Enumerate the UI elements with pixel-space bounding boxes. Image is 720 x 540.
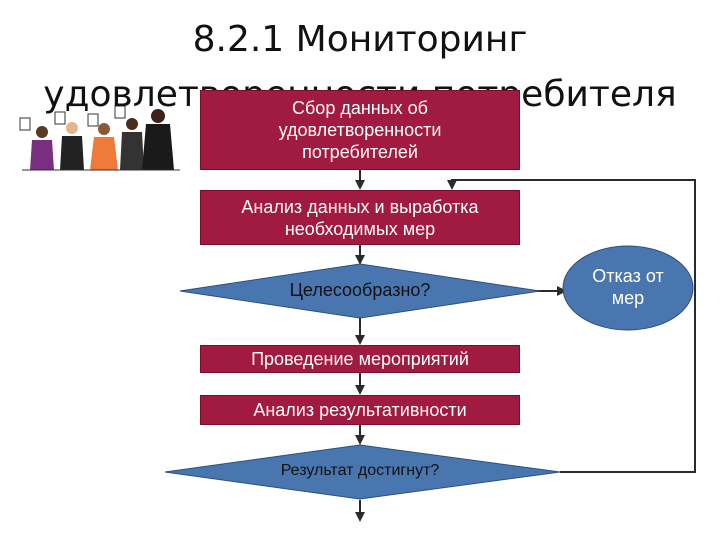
analyze-label-line1: Анализ данных и выработка [241, 196, 478, 218]
page-title-line1: 8.2.1 Мониторинг [0, 20, 720, 60]
process-collect-data: Сбор данных об удовлетворенности потреби… [200, 90, 520, 170]
decision-expedient-label: Целесообразно? [200, 280, 520, 301]
process-analyze-data: Анализ данных и выработка необходимых ме… [200, 190, 520, 245]
analyze-label-line2: необходимых мер [285, 218, 435, 240]
refuse-measures-label: Отказ от мер [563, 265, 693, 309]
people-holding-score-cards-icon [20, 106, 180, 170]
collect-label-line1: Сбор данных об [292, 97, 428, 119]
process-analyze-effectiveness: Анализ результативности [200, 395, 520, 425]
collect-label-line3: потребителей [302, 141, 418, 163]
process-implement-measures: Проведение мероприятий [200, 345, 520, 373]
decision-result-label: Результат достигнут? [200, 462, 520, 480]
collect-label-line2: удовлетворенности [279, 119, 442, 141]
refuse-label-line2: мер [563, 287, 693, 309]
refuse-label-line1: Отказ от [563, 265, 693, 287]
